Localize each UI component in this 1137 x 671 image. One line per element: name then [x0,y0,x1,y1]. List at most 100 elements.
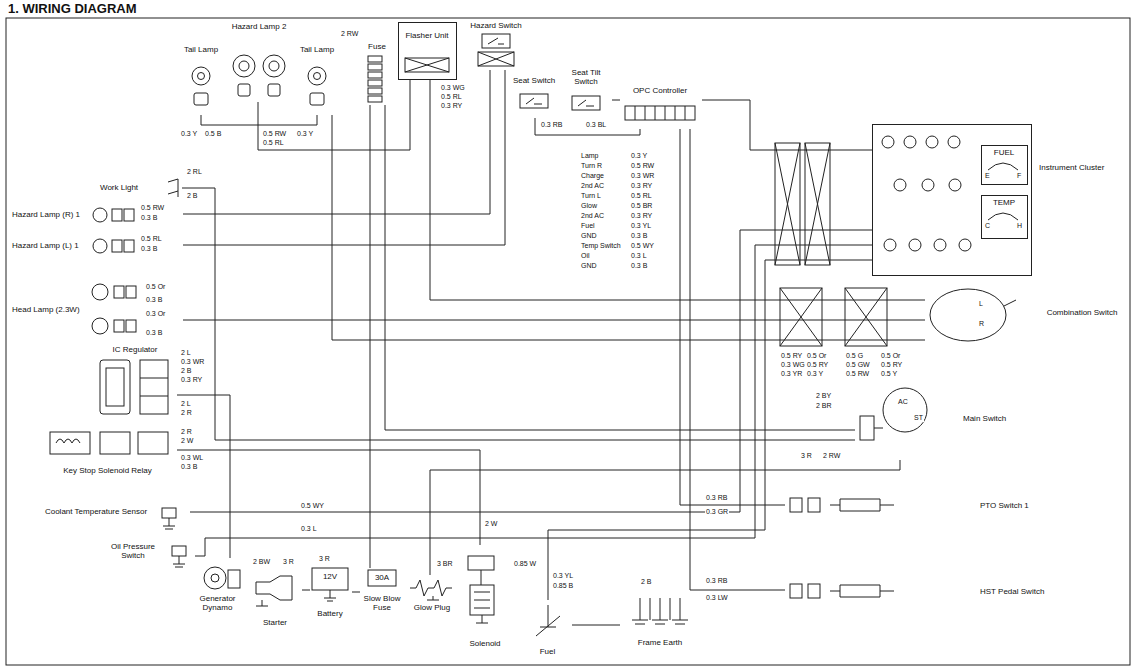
wire-code: 0.3 B [140,245,158,253]
wire-code: 0.5 RL [262,139,285,147]
wire [535,118,640,135]
wire-code: 0.85 W [513,560,537,568]
wire-code: 0.3 YR [780,370,803,378]
component: Oil Pressure Switch [100,540,195,572]
wire-code: 0.3 L [630,252,648,260]
wire-code: 0.3 B [140,214,158,222]
wire-code: Fuel [580,222,596,230]
component: Fuse [362,40,394,105]
component: 30ASlow Blow Fuse [360,568,406,638]
wire-code: 3 R [282,558,295,566]
wire-code: 0.3 LW [705,594,729,602]
component: Glow Plug [408,575,458,615]
wire [370,105,371,568]
component: HST Pedal Switch [785,578,1055,604]
wire-code: 2 B [180,367,193,375]
wire [548,260,872,600]
wire [690,129,785,590]
wire-code: 0.5 Or [806,352,827,360]
component: Generator Dynamo [190,558,247,614]
wire-code: 0.3 Y [180,130,198,138]
component-label: Coolant Temperature Sensor [40,507,152,516]
component: Combination Switch [925,282,1130,350]
wire-code: Temp Switch [580,242,622,250]
component-label: IC Regulator [95,345,175,354]
wire-code: 0.5 Or [145,283,166,291]
component-label: Seat Switch [510,76,558,85]
wire-code: 0.3 B [145,296,163,304]
wire-code: Glow [580,202,598,210]
component: Seat Switch [510,76,560,118]
wire [352,592,360,593]
wire-code: 0.3 YL [552,572,574,580]
component-label: Starter [250,618,300,627]
component-label: HST Pedal Switch [980,587,1044,596]
wire-code: 3 BR [436,560,454,568]
wire-code: Charge [580,172,605,180]
component-box: Flasher Unit [398,22,457,80]
wire-code: 2 L [180,349,192,357]
wire-code: GND [580,262,598,270]
component: Main Switch [855,380,1009,460]
frame [6,18,1130,665]
wire-code: Oil [580,252,591,260]
component-label: Key Stop Solenoid Relay [40,466,175,475]
component-label: Fuel [525,647,570,656]
wire-code: 2 RW [822,452,841,460]
wire-code: 0.3 WR [630,172,655,180]
wire [430,460,900,575]
wire-code: 2 R [180,428,193,436]
wire-code: 2 W [180,437,194,445]
wire-code: ST [913,414,924,422]
wire [430,80,925,300]
wire-code: 0.3 WG [780,361,806,369]
component: Work Light [100,178,182,198]
component-label: Work Light [100,183,138,192]
wire [302,590,310,591]
wire-code: 2 R [180,409,193,417]
wire-code: 2 B [186,192,199,200]
wire-code: 0.3 GR [705,508,729,516]
wire-code: 2 BR [815,402,833,410]
wire-code: 0.3 RB [705,577,728,585]
wire-code: 0.5 GW [845,361,871,369]
wire [612,100,620,101]
wire-code: 2 W [484,520,498,528]
wire [183,320,925,321]
component: Fuel [525,600,572,658]
wire [702,100,872,150]
wire [680,129,785,505]
component-label: OPC Controller [620,86,700,95]
component-label: Fuse [362,42,392,51]
wire-code: 0.3 Y [806,370,824,378]
component-label: TEMP [982,198,1026,207]
wire-code: 0.3 Y [296,130,314,138]
wire-code: 2 BY [815,392,832,400]
wire-code: Lamp [580,152,600,160]
wire-code: 0.5 Or [880,352,901,360]
wire-code: 2 BW [252,558,271,566]
wire-code: 2 RL [186,168,203,176]
component-label: Tail Lamp [180,45,222,54]
wire [182,188,855,440]
component: Hazard Switch [460,20,534,70]
component-label: Glow Plug [408,603,456,612]
wire-code: 0.3 RB [705,494,728,502]
component: Seat Tilt Switch [562,68,612,118]
wire-code: 2 B [640,578,653,586]
component: PTO Switch 1 [785,492,1035,518]
wire-code: Turn L [580,192,602,200]
component-label: Combination Switch [1037,308,1127,317]
component-label: Instrument Cluster [1039,163,1104,172]
component-label: 30A [360,573,404,582]
component-label: Tail Lamp [296,45,338,54]
wire-code: 0.5 BR [630,202,653,210]
wire-code: 3 R [318,555,331,563]
wire-code: 0.3 BL [585,121,607,129]
wire-code: 0.5 WY [300,502,325,510]
wire-code: 0.3 RY [180,376,203,384]
